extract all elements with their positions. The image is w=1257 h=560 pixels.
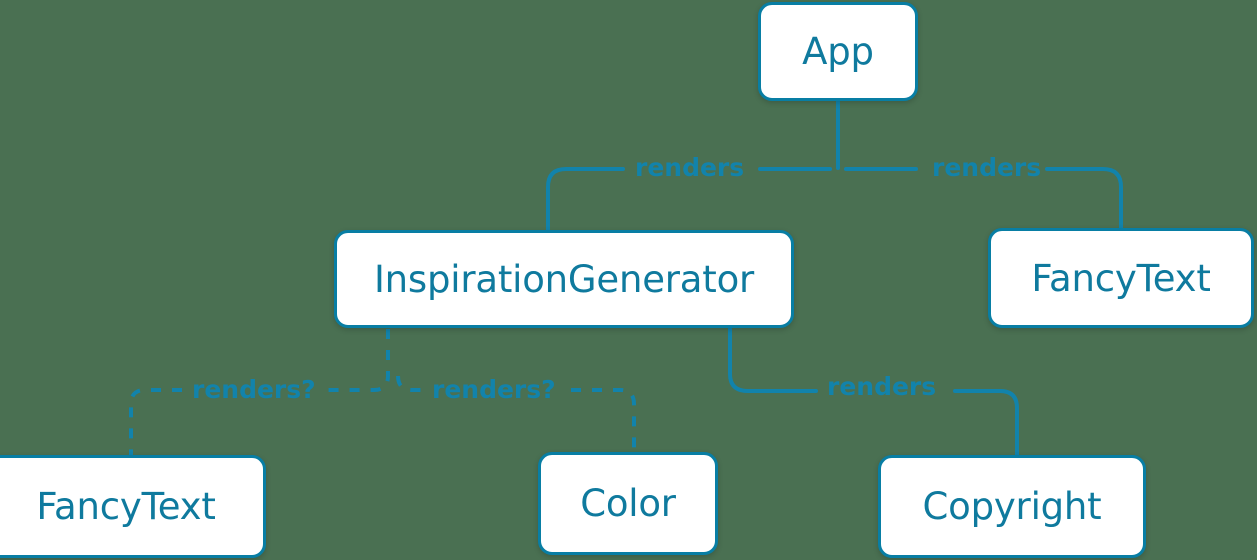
edge-inspiration-to-color-b [571, 388, 636, 453]
node-app-label: App [802, 30, 874, 73]
node-copyright[interactable]: Copyright [878, 455, 1146, 558]
edge-label-inspiration-to-color: renders? [432, 375, 556, 404]
edge-label-app-to-fancytext: renders [932, 153, 1042, 182]
edge-inspiration-to-color-a [396, 375, 422, 392]
edge-inspiration-to-fancytext-a [320, 329, 390, 392]
edge-label-app-to-inspiration: renders [635, 153, 745, 182]
node-fancytext-bottom[interactable]: FancyText [0, 455, 266, 558]
node-fancytext-bottom-label: FancyText [36, 485, 216, 528]
edge-inspiration-to-fancytext-b [129, 388, 182, 456]
node-inspiration-generator[interactable]: InspirationGenerator [334, 230, 794, 328]
node-fancytext-right-label: FancyText [1031, 256, 1211, 300]
edge-label-inspiration-to-fancytext: renders? [192, 375, 316, 404]
edge-label-inspiration-to-copyright: renders [827, 372, 937, 401]
node-color-label: Color [580, 482, 676, 525]
node-inspiration-generator-label: InspirationGenerator [373, 257, 755, 301]
node-copyright-label: Copyright [922, 485, 1102, 528]
edge-app-to-inspiration-b [546, 167, 625, 233]
node-fancytext-right[interactable]: FancyText [988, 228, 1254, 328]
edge-app-to-fancytext-b [1045, 167, 1123, 231]
edge-inspiration-to-copyright-a [728, 327, 818, 393]
node-color[interactable]: Color [538, 452, 718, 555]
edge-inspiration-to-copyright-b [953, 389, 1019, 457]
node-app[interactable]: App [758, 2, 918, 101]
